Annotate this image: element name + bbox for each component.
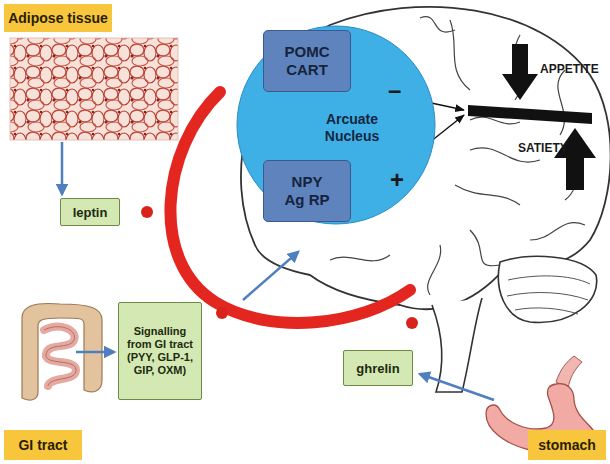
brain-cerebellum-folds <box>507 276 590 314</box>
neuron-box: NPY Ag RP <box>263 160 351 222</box>
neuron-box: POMC CART <box>263 30 351 92</box>
adipose-histology <box>10 38 178 140</box>
hormone-box: ghrelin <box>343 350 413 386</box>
small-intestine <box>44 327 76 386</box>
section-label: GI tract <box>4 430 82 460</box>
node-text: POMC CART <box>283 43 331 79</box>
node-text: Arcuate Nucleus <box>321 111 383 145</box>
ghrelin-arrow <box>420 374 494 400</box>
signal-box: Signalling from GI tract (PYY, GLP-1, GI… <box>118 302 202 400</box>
node-text: ghrelin <box>356 361 399 376</box>
node-text: leptin <box>73 205 108 220</box>
satiety-arrow <box>554 128 596 190</box>
sign-label: – <box>388 76 401 104</box>
appetite-arrow <box>502 44 538 100</box>
state-label: SATIETY <box>518 141 568 155</box>
gi-arrow <box>76 351 114 354</box>
section-label: stomach <box>528 430 606 460</box>
node-text: NPY Ag RP <box>283 173 331 209</box>
state-label: APPETITE <box>540 62 599 76</box>
node-text: stomach <box>538 437 596 453</box>
feedback-dot <box>216 307 228 319</box>
stomach-organ <box>486 384 598 455</box>
node-text: Signalling from GI tract (PYY, GLP-1, GI… <box>123 325 197 377</box>
brain-cerebellum <box>498 256 596 322</box>
feedback-dot <box>406 317 418 329</box>
hormone-box: leptin <box>60 198 120 226</box>
node-text: Adipose tissue <box>8 10 108 26</box>
brain-stem <box>432 298 482 392</box>
section-label: Adipose tissue <box>4 4 112 32</box>
node-text: GI tract <box>18 437 67 453</box>
leptin-arrow <box>61 142 64 194</box>
feedback-dot <box>141 206 153 218</box>
sign-label: + <box>390 166 404 194</box>
brain-input-arrow <box>243 252 298 300</box>
small-intestine-outline <box>44 327 76 386</box>
nucleus-circle: Arcuate Nucleus POMC CART NPY Ag RP <box>236 25 436 225</box>
nucleus-fill <box>237 26 435 224</box>
balance-bar <box>468 105 592 124</box>
